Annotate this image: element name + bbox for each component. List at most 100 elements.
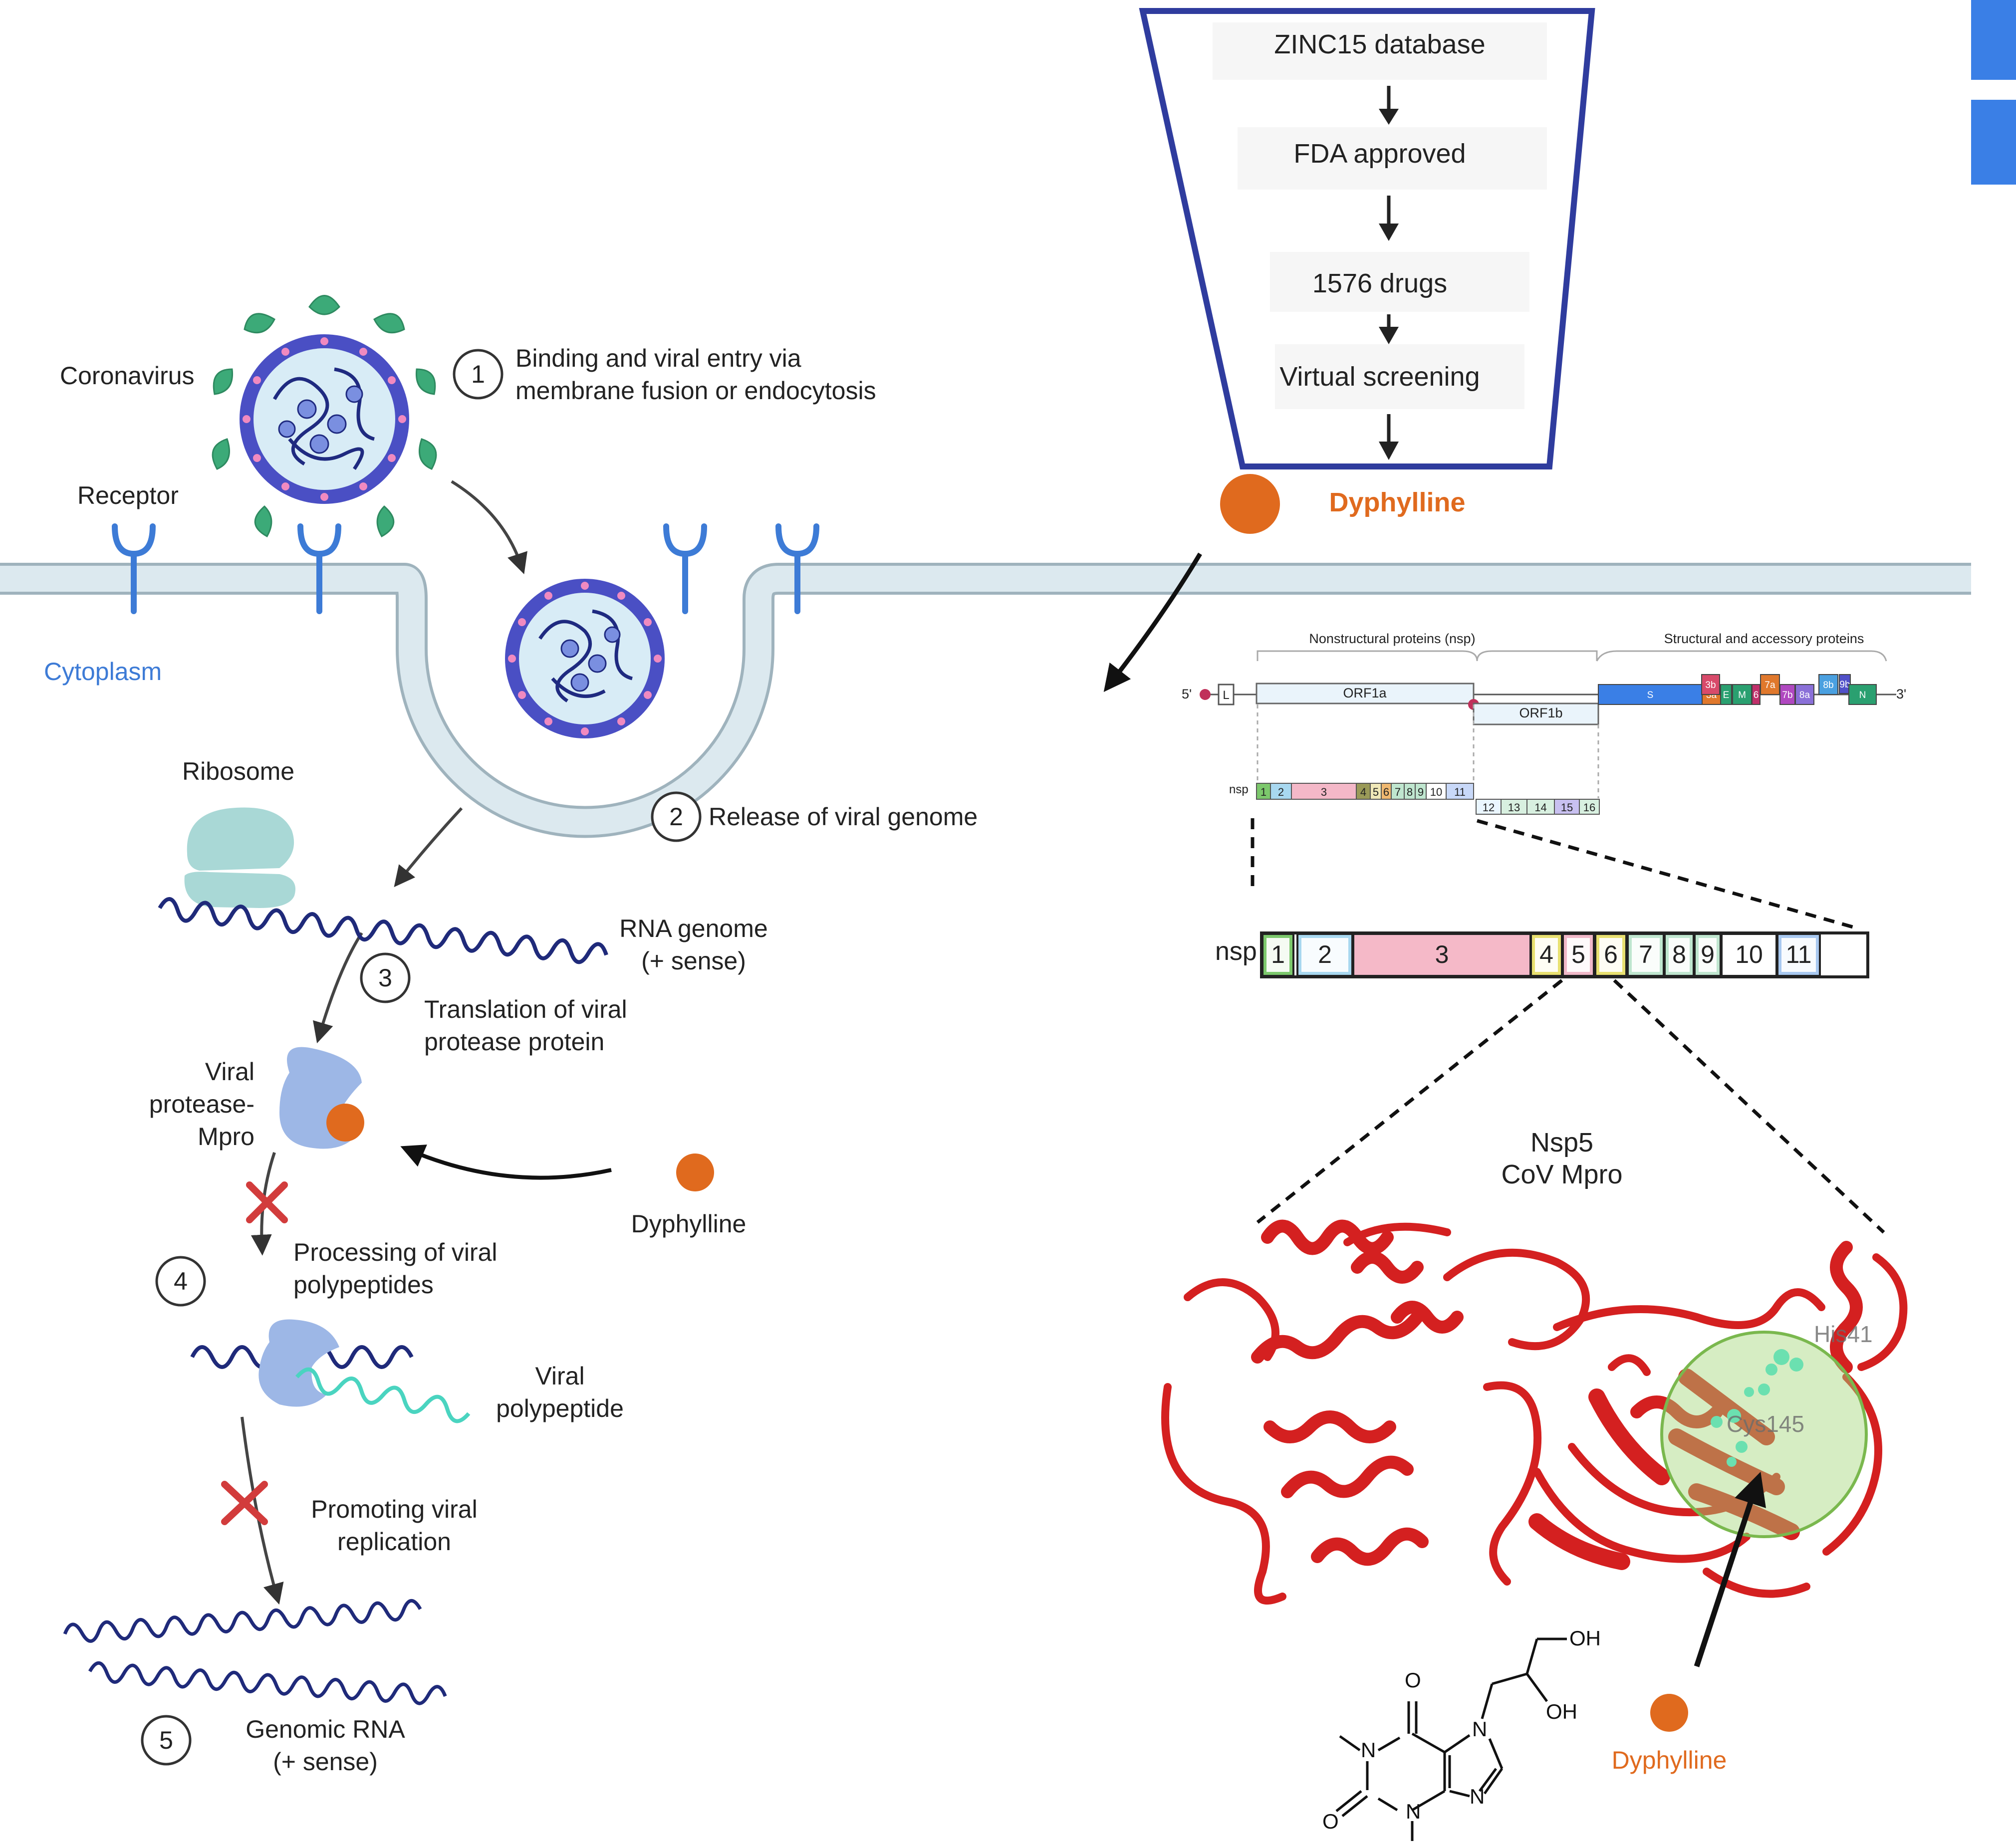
processing-mpro-icon: [258, 1319, 339, 1407]
svg-text:10: 10: [1430, 786, 1442, 798]
promoting-label-line1: Promoting viral: [311, 1495, 477, 1523]
gene-6: 6: [1752, 684, 1761, 705]
orf1b-label: ORF1b: [1519, 705, 1562, 720]
promoting-label-line2: replication: [337, 1528, 451, 1556]
svg-text:3: 3: [1321, 786, 1327, 798]
small-nsp-8: 8: [1404, 783, 1416, 800]
funnel-step-4: Virtual screening: [1279, 362, 1480, 392]
svg-text:12: 12: [1483, 801, 1495, 814]
endocytosed-virus-icon: [505, 579, 665, 738]
svg-text:11: 11: [1454, 786, 1466, 798]
viral-polypeptide-label-line2: polypeptide: [496, 1394, 624, 1422]
funnel-result-label: Dyphylline: [1329, 487, 1465, 517]
screening-funnel: ZINC15 database FDA approved 1576 drugs …: [1139, 8, 1595, 469]
release-arrow: [394, 807, 463, 888]
gene-e: E: [1720, 684, 1732, 705]
svg-text:8: 8: [1407, 786, 1413, 798]
nsp-header: Nonstructural proteins (nsp): [1309, 631, 1475, 646]
svg-text:3: 3: [1435, 940, 1449, 968]
svg-text:9: 9: [1418, 786, 1424, 798]
block-x-icon-1: [246, 1181, 288, 1223]
large-nsp-prefix: nsp: [1215, 937, 1257, 966]
gene-9b: 9b: [1839, 674, 1851, 694]
mpro-dyphylline-label: Dyphylline: [1612, 1746, 1727, 1774]
funnel-step-2: FDA approved: [1293, 139, 1466, 169]
small-nsp-1: 1: [1256, 783, 1271, 800]
svg-text:E: E: [1723, 690, 1730, 700]
genomic-rna-strands: [63, 1599, 447, 1705]
orf1a-label: ORF1a: [1343, 686, 1387, 700]
mpro-protease-icon: [279, 1047, 364, 1149]
svg-text:M: M: [1738, 690, 1746, 700]
step-2-badge: 2: [651, 791, 702, 842]
rna-genome-label-line2: (+ sense): [641, 947, 746, 975]
gene-s: S: [1598, 684, 1703, 705]
svg-text:7b: 7b: [1782, 690, 1792, 700]
large-nsp-6: 6: [1594, 933, 1627, 977]
svg-text:2: 2: [1278, 786, 1284, 798]
svg-text:1: 1: [471, 360, 485, 388]
svg-text:6: 6: [1383, 786, 1389, 798]
bound-dyphylline-icon: [326, 1104, 364, 1142]
five-prime: 5': [1182, 687, 1192, 701]
step-4-text-line1: Processing of viral: [293, 1238, 498, 1266]
side-tab-top: [1971, 0, 2016, 80]
svg-text:9b: 9b: [1839, 680, 1850, 690]
receptor-label: Receptor: [77, 481, 179, 509]
svg-text:8a: 8a: [1799, 690, 1810, 700]
step-3-text-line2: protease protein: [424, 1028, 604, 1056]
small-nsp-10: 10: [1426, 783, 1447, 800]
svg-text:1: 1: [1271, 940, 1285, 968]
svg-text:4: 4: [1539, 940, 1553, 968]
svg-text:8b: 8b: [1823, 680, 1833, 691]
step-4-badge: 4: [155, 1256, 206, 1307]
step-1-text-line1: Binding and viral entry via: [515, 344, 801, 372]
svg-text:15: 15: [1561, 801, 1573, 814]
cell-membrane: [0, 563, 1971, 838]
large-nsp-8: 8: [1664, 933, 1695, 977]
receptors: [112, 523, 819, 614]
atom-oh-bottom: OH: [1546, 1700, 1577, 1723]
rna-genome-label-line1: RNA genome: [619, 915, 767, 942]
dyphylline-molecule-icon: [676, 1153, 714, 1191]
active-site-highlight: [1660, 1331, 1868, 1538]
mpro-title-line1: Nsp5: [1530, 1128, 1593, 1157]
small-nsp-16: 16: [1579, 799, 1600, 815]
small-nsp-14: 14: [1526, 799, 1555, 815]
small-nsp-9: 9: [1415, 783, 1427, 800]
mpro-ribbon-structure: [1161, 1219, 1908, 1605]
gene-8a: 8a: [1795, 684, 1814, 705]
drug-to-genome-arrow: [1103, 552, 1202, 692]
svg-text:5: 5: [159, 1726, 173, 1754]
receptor-1: [112, 523, 156, 614]
small-nsp-15: 15: [1554, 799, 1580, 815]
step-1-text-line2: membrane fusion or endocytosis: [515, 377, 876, 405]
atom-oh-top: OH: [1569, 1626, 1601, 1650]
svg-text:2: 2: [1318, 940, 1332, 968]
gene-8b: 8b: [1818, 674, 1838, 695]
step-1-badge: 1: [453, 349, 504, 400]
residue-his41: His41: [1814, 1321, 1873, 1347]
svg-text:3b: 3b: [1705, 680, 1716, 691]
svg-text:N: N: [1859, 690, 1866, 700]
gene-7a: 7a: [1760, 674, 1780, 695]
entry-arrow: [451, 480, 527, 574]
small-nsp-12: 12: [1476, 799, 1502, 815]
large-nsp-3: 3: [1352, 933, 1531, 977]
rna-genome-strand: [158, 897, 608, 964]
funnel-step-3: 1576 drugs: [1312, 268, 1447, 298]
dyphylline-structure: [1335, 1637, 1567, 1841]
atom-n3: N: [1406, 1800, 1421, 1823]
genome-map: Nonstructural proteins (nsp) Structural …: [1182, 631, 1906, 725]
small-nsp-prefix: nsp: [1229, 783, 1249, 796]
svg-text:14: 14: [1534, 801, 1546, 814]
svg-text:3: 3: [378, 964, 392, 992]
svg-text:2: 2: [669, 803, 683, 831]
large-nsp-5: 5: [1562, 933, 1595, 977]
translation-arrow: [313, 932, 363, 1044]
side-tab-bottom: [1971, 100, 2016, 185]
svg-text:7: 7: [1639, 940, 1653, 968]
